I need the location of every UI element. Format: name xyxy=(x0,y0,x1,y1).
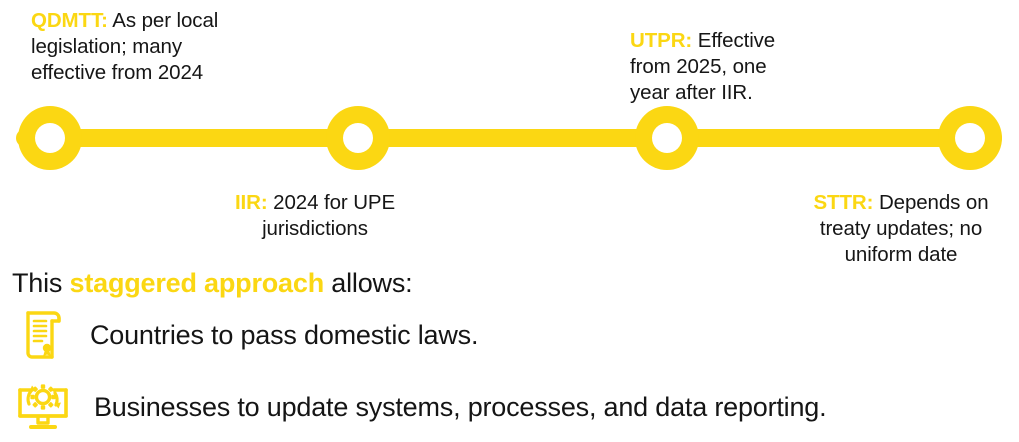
timeline-term-iir: IIR: xyxy=(234,191,268,214)
timeline-label-utpr: UTPR: Effective from 2025, one year afte… xyxy=(630,28,800,106)
list-item: Businesses to update systems, processes,… xyxy=(12,377,827,437)
timeline-label-iir: IIR: 2024 for UPE jurisdictions xyxy=(200,190,430,242)
timeline-diagram: QDMTT: As per local legislation; many ef… xyxy=(16,8,1002,266)
timeline-description-utpr: Effective from 2025, one year after IIR. xyxy=(630,29,776,104)
timeline-track xyxy=(16,129,1002,147)
timeline-description-qdmtt: As per local legislation; many effective… xyxy=(31,9,219,84)
timeline-term-qdmtt: QDMTT: xyxy=(31,9,108,32)
timeline-node-utpr[interactable] xyxy=(635,106,699,170)
timeline-label-qdmtt: QDMTT: As per local legislation; many ef… xyxy=(31,8,249,86)
monitor-gear-update-icon xyxy=(12,377,74,437)
timeline-node-qdmtt[interactable] xyxy=(18,106,82,170)
timeline-node-iir[interactable] xyxy=(326,106,390,170)
timeline-label-sttr: STTR: Depends on treaty updates; no unif… xyxy=(795,190,1007,268)
conclusion-heading: This staggered approach allows: xyxy=(12,266,413,300)
list-item-label: Countries to pass domestic laws. xyxy=(90,320,479,350)
timeline-term-utpr: UTPR: xyxy=(630,29,693,52)
list-item-label: Businesses to update systems, processes,… xyxy=(94,392,827,422)
list-item: Countries to pass domestic laws. xyxy=(12,305,478,365)
scroll-document-icon xyxy=(12,305,74,365)
conclusion-highlight: staggered approach xyxy=(69,268,325,298)
timeline-node-sttr[interactable] xyxy=(938,106,1002,170)
conclusion-prefix: This xyxy=(12,268,70,298)
conclusion-suffix: allows: xyxy=(324,268,413,298)
timeline-term-sttr: STTR: xyxy=(813,191,874,214)
timeline-description-sttr: Depends on treaty updates; no uniform da… xyxy=(819,191,989,266)
timeline-description-iir: 2024 for UPE jurisdictions xyxy=(262,191,396,240)
